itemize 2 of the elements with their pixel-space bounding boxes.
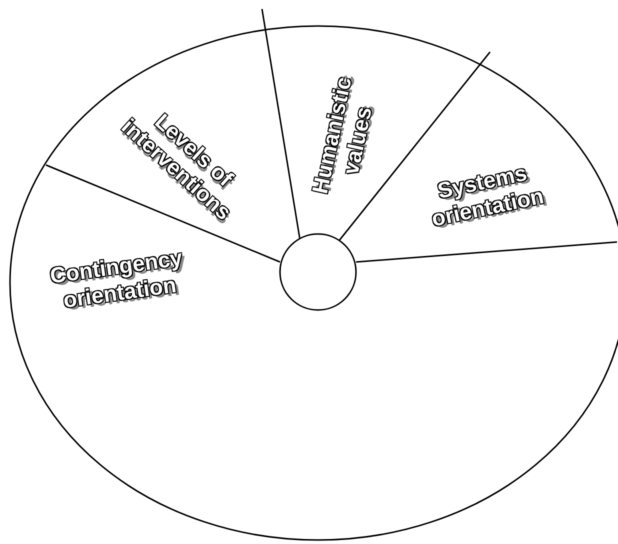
segment-label: Contingency orientation <box>47 244 185 315</box>
segment-label: Systems orientation <box>428 159 547 234</box>
